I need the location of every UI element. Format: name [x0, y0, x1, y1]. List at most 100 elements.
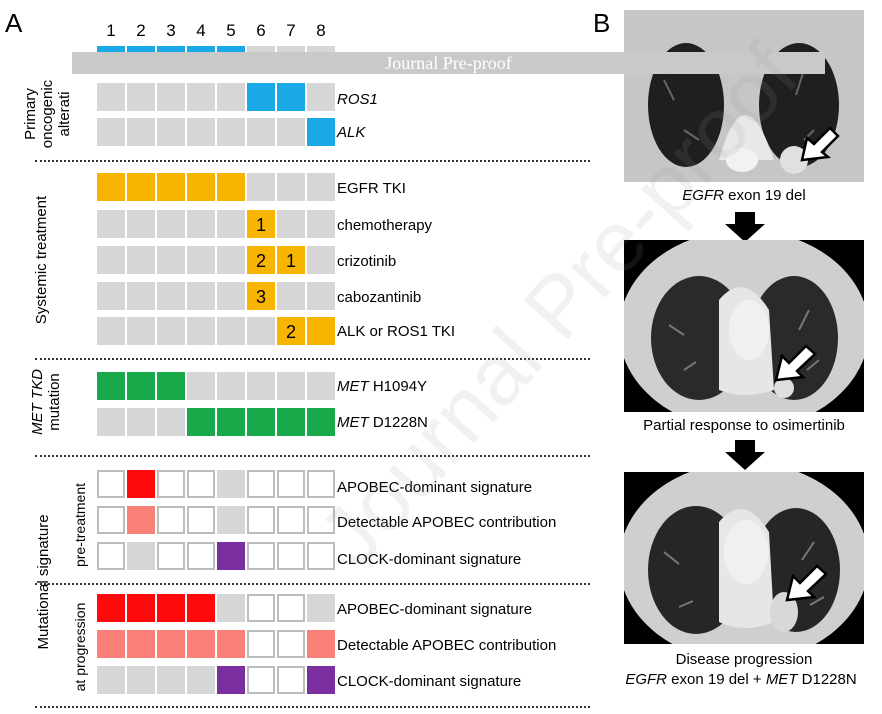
column-number: 6 [256, 21, 266, 40]
matrix-cell-tx-chemo [97, 210, 125, 238]
matrix-cell-tx-crizo [307, 246, 335, 274]
separator-1 [35, 160, 590, 162]
matrix-cell-onc-ros1 [187, 83, 215, 111]
caption-partial-response: Partial response to osimertinib [643, 417, 845, 434]
matrix-cell-pre-apobec-dom [247, 470, 275, 498]
matrix-cell-tx-egfr [217, 173, 245, 201]
matrix-cell-onc-alk [217, 118, 245, 146]
column-number: 3 [166, 21, 176, 40]
matrix-cell-pre-apobec-dom [157, 470, 185, 498]
matrix-cell-met-d1228n [247, 408, 275, 436]
matrix-cell-prog-apobec-dom [217, 594, 245, 622]
row-label-chemotherapy: chemotherapy [337, 217, 433, 234]
treatment-order-number: 1 [285, 251, 296, 271]
row-label-prog-apobec-dominant: APOBEC-dominant signature [337, 601, 533, 618]
arrow-down-icon-1 [725, 212, 765, 242]
row-label-crizotinib: crizotinib [337, 253, 397, 270]
matrix-cell-pre-apobec-det [157, 506, 185, 534]
matrix-cell-tx-egfr [97, 173, 125, 201]
column-number: 1 [106, 21, 116, 40]
matrix-cell-prog-clock [127, 666, 155, 694]
matrix-cell-tx-alk [307, 317, 335, 345]
matrix-cell-pre-apobec-dom [307, 470, 335, 498]
matrix-cell-prog-clock [277, 666, 305, 694]
matrix-cell-pre-apobec-det [217, 506, 245, 534]
matrix-cell-prog-apobec-det [277, 630, 305, 658]
matrix-cell-pre-apobec-det [247, 506, 275, 534]
matrix-cell-met-d1228n [277, 408, 305, 436]
matrix-cell-tx-cabo [187, 282, 215, 310]
matrix-cell-tx-crizo [97, 246, 125, 274]
matrix-cell-met-h1094y [277, 372, 305, 400]
column-number: 8 [316, 21, 326, 40]
ct-scan-partial-response-drawing [624, 240, 864, 412]
row-label-pre-apobec-dominant: APOBEC-dominant signature [337, 479, 533, 496]
row-label-prog-clock-dominant: CLOCK-dominant signature [337, 673, 522, 690]
matrix-cell-pre-apobec-dom [127, 470, 155, 498]
matrix-cell-tx-cabo [127, 282, 155, 310]
matrix-cell-tx-crizo [217, 246, 245, 274]
matrix-cell-tx-cabo [217, 282, 245, 310]
caption-progression-line1: Disease progression [675, 651, 813, 668]
matrix-cell-prog-clock [187, 666, 215, 694]
section-subtitle-pre-treatment: pre-treatment [72, 482, 88, 568]
ct-scan-progression-drawing [624, 472, 864, 644]
separator-4 [35, 583, 590, 585]
matrix-cell-tx-chemo [307, 210, 335, 238]
matrix-cell-tx-cabo [307, 282, 335, 310]
matrix-cell-tx-cabo [157, 282, 185, 310]
matrix-cell-prog-apobec-dom [127, 594, 155, 622]
matrix-cell-tx-chemo [127, 210, 155, 238]
matrix-cell-met-d1228n [217, 408, 245, 436]
row-label-ros1: ROS1 [337, 91, 378, 108]
matrix-cell-tx-chemo [187, 210, 215, 238]
row-label-met-h1094y: MET H1094Y [337, 378, 428, 395]
matrix-cell-pre-clock [157, 542, 185, 570]
matrix-cell-tx-chemo [217, 210, 245, 238]
matrix-cell-tx-crizo: 1 [277, 246, 305, 274]
column-number: 4 [196, 21, 206, 40]
matrix-cell-prog-apobec-dom [187, 594, 215, 622]
matrix-cell-tx-cabo [97, 282, 125, 310]
matrix-cell-pre-apobec-dom [187, 470, 215, 498]
column-number: 5 [226, 21, 236, 40]
matrix-cell-prog-apobec-det [307, 630, 335, 658]
matrix-cell-tx-egfr [247, 173, 275, 201]
separator-2 [35, 358, 590, 360]
matrix-cell-prog-apobec-det [157, 630, 185, 658]
matrix-cell-pre-apobec-det [97, 506, 125, 534]
matrix-cell-onc-ros1 [247, 83, 275, 111]
treatment-order-number: 2 [285, 322, 296, 342]
matrix-cell-onc-alk [97, 118, 125, 146]
matrix-cell-tx-cabo: 3 [247, 282, 275, 310]
row-label-prog-apobec-detectable: Detectable APOBEC contribution [337, 637, 557, 654]
matrix-cell-pre-clock [217, 542, 245, 570]
matrix-cell-tx-egfr [127, 173, 155, 201]
column-number: 2 [136, 21, 146, 40]
matrix-cell-prog-clock [157, 666, 185, 694]
panel-a-letter: A [5, 8, 23, 38]
section-title-systemic-treatment: Systemic treatment [33, 195, 50, 325]
matrix-cell-pre-clock [187, 542, 215, 570]
matrix-cell-met-h1094y [217, 372, 245, 400]
matrix-cell-met-d1228n [187, 408, 215, 436]
treatment-order-number: 3 [255, 287, 266, 307]
section-title-oncogenic: Primary oncogenic alterati [22, 79, 73, 149]
matrix-cell-onc-alk [157, 118, 185, 146]
matrix-cell-met-d1228n [307, 408, 335, 436]
section-title-met-mutation: MET TKD mutation [29, 369, 63, 435]
matrix-cell-prog-apobec-det [127, 630, 155, 658]
treatment-order-number: 1 [255, 215, 266, 235]
matrix-cell-prog-clock [97, 666, 125, 694]
matrix-cell-tx-alk [217, 317, 245, 345]
matrix-cell-onc-ros1 [307, 83, 335, 111]
matrix-cell-met-d1228n [127, 408, 155, 436]
matrix-cell-pre-apobec-dom [97, 470, 125, 498]
matrix-cell-met-d1228n [157, 408, 185, 436]
matrix-cell-tx-crizo [127, 246, 155, 274]
matrix-cell-prog-apobec-dom [97, 594, 125, 622]
matrix-cell-onc-ros1 [157, 83, 185, 111]
matrix-cell-tx-chemo [157, 210, 185, 238]
row-label-pre-apobec-detectable: Detectable APOBEC contribution [337, 514, 557, 531]
matrix-cell-pre-apobec-dom [217, 470, 245, 498]
